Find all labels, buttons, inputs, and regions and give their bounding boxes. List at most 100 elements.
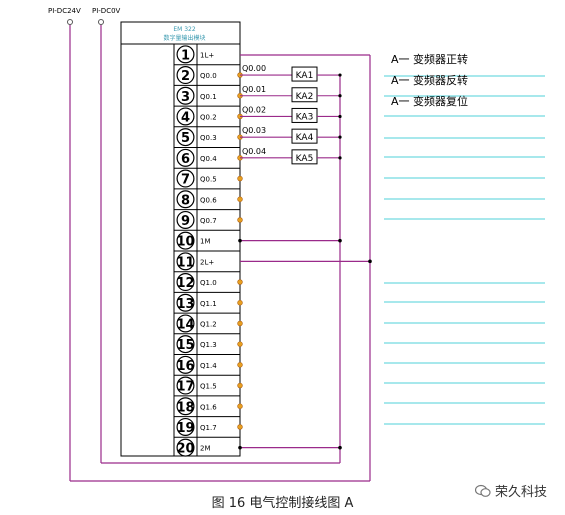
- terminal-number: 19: [176, 421, 194, 436]
- output-wire-label: Q0.03: [242, 126, 266, 135]
- relay-coil-box: [291, 128, 318, 144]
- terminal-label: Q1.1: [200, 300, 217, 308]
- terminal-number-circle: [176, 190, 195, 209]
- module-header-subtitle: 数字量输出模块: [163, 34, 205, 42]
- output-terminal-dot: [237, 362, 243, 368]
- terminal-number: 5: [181, 131, 190, 146]
- dot-1m: [238, 238, 242, 243]
- terminal-number-circle: [176, 273, 195, 292]
- terminal-number: 15: [176, 338, 194, 353]
- terminal-number: 18: [176, 400, 194, 415]
- relay-coil-box: [291, 107, 318, 123]
- terminal-label: 1M: [200, 238, 211, 246]
- terminal-label: Q1.5: [200, 383, 217, 391]
- output-terminal-dot: [237, 175, 243, 182]
- terminal-label: Q1.0: [200, 279, 217, 287]
- terminal-label: Q1.7: [200, 424, 217, 432]
- terminal-label: Q1.2: [200, 320, 217, 328]
- terminal-label: 1L+: [200, 51, 214, 59]
- terminal-number: 16: [176, 359, 194, 374]
- terminal-number: 20: [176, 442, 194, 457]
- terminal-number-circle: [176, 335, 195, 354]
- terminal-label: Q1.4: [200, 362, 217, 370]
- terminal-number: 11: [176, 255, 194, 270]
- terminal-number: 4: [181, 110, 190, 125]
- brand-name: 荣久科技: [494, 485, 547, 500]
- figure-caption: 图 16 电气控制接线图 A: [211, 496, 354, 511]
- terminal-label: Q1.6: [200, 403, 217, 411]
- terminal-number: 2: [181, 69, 190, 84]
- relay-label: KA1: [296, 71, 314, 81]
- terminal-label: Q0.2: [200, 113, 217, 121]
- relay-junction: [338, 135, 342, 139]
- terminal-number-circle: [176, 438, 195, 457]
- description-label: A一 变频器正转: [391, 52, 468, 66]
- module-header-title: EM 322: [173, 26, 196, 33]
- terminal-number-circle: [176, 293, 195, 312]
- power-label-24v: PI-DC24V: [48, 7, 81, 15]
- relay-label: KA2: [296, 92, 314, 102]
- terminal-label: Q0.5: [200, 176, 217, 184]
- module-body: [120, 21, 241, 457]
- relay-coil-box: [291, 66, 318, 82]
- relay-junction: [338, 94, 342, 98]
- terminal-number: 12: [176, 276, 194, 291]
- terminal-number-circle: [176, 45, 195, 64]
- terminal-24v-icon: [67, 19, 73, 25]
- relay-label: KA3: [296, 112, 314, 122]
- terminal-number-circle: [176, 417, 195, 436]
- relay-label: KA4: [296, 133, 314, 143]
- terminal-label: Q0.7: [200, 217, 217, 225]
- terminal-number: 6: [181, 152, 190, 167]
- terminal-number-circle: [176, 107, 195, 126]
- terminal-number-circle: [176, 66, 195, 85]
- output-terminal-dot: [237, 382, 243, 389]
- output-wire-label: Q0.02: [242, 105, 266, 114]
- terminal-label: 2M: [200, 445, 211, 453]
- terminal-label: Q0.3: [200, 134, 217, 142]
- terminal-label: Q1.3: [200, 341, 217, 349]
- brand-watermark: 荣久科技: [474, 481, 547, 500]
- terminal-number: 7: [181, 173, 190, 188]
- terminal-number: 10: [176, 235, 194, 250]
- terminal-number: 9: [181, 214, 190, 229]
- description-label: A一 变频器反转: [391, 73, 468, 87]
- output-wire-label: Q0.01: [242, 85, 266, 94]
- junction-1m: [338, 238, 342, 243]
- terminal-number-circle: [176, 128, 195, 147]
- relay-coil-box: [291, 87, 318, 103]
- relay-coil-box: [291, 149, 318, 165]
- output-terminal-dot: [237, 403, 243, 409]
- terminal-number-circle: [176, 86, 195, 105]
- output-wire-label: Q0.00: [242, 64, 266, 73]
- terminal-number-circle: [176, 376, 195, 395]
- power-label-0v: PI-DC0V: [92, 7, 121, 15]
- terminal-number-circle: [176, 210, 195, 229]
- output-terminal-dot: [237, 320, 243, 327]
- output-terminal-dot: [237, 424, 243, 430]
- terminal-number-circle: [176, 252, 195, 271]
- terminal-number: 14: [176, 317, 194, 332]
- terminal-number-circle: [176, 148, 195, 167]
- relay-junction: [338, 114, 342, 119]
- dot-2m: [238, 445, 242, 450]
- relay-junction: [338, 73, 342, 77]
- terminal-number: 8: [181, 193, 190, 208]
- terminal-number: 3: [181, 90, 190, 105]
- wechat-icon: [474, 484, 491, 497]
- terminal-label: 2L+: [200, 258, 214, 266]
- terminal-label: Q0.6: [200, 196, 217, 204]
- terminal-label: Q0.4: [200, 155, 217, 163]
- output-terminal-dot: [237, 341, 243, 347]
- output-terminal-dot: [237, 196, 243, 202]
- terminal-number-circle: [176, 397, 195, 416]
- junction-2m: [338, 445, 342, 450]
- terminal-number-circle: [176, 355, 195, 374]
- output-terminal-dot: [237, 279, 243, 285]
- terminal-0v-icon: [98, 19, 104, 25]
- terminal-label: Q0.1: [200, 93, 217, 101]
- output-terminal-dot: [237, 217, 243, 223]
- terminal-label: Q0.0: [200, 72, 217, 80]
- terminal-number: 13: [176, 297, 194, 312]
- relay-junction: [338, 156, 342, 160]
